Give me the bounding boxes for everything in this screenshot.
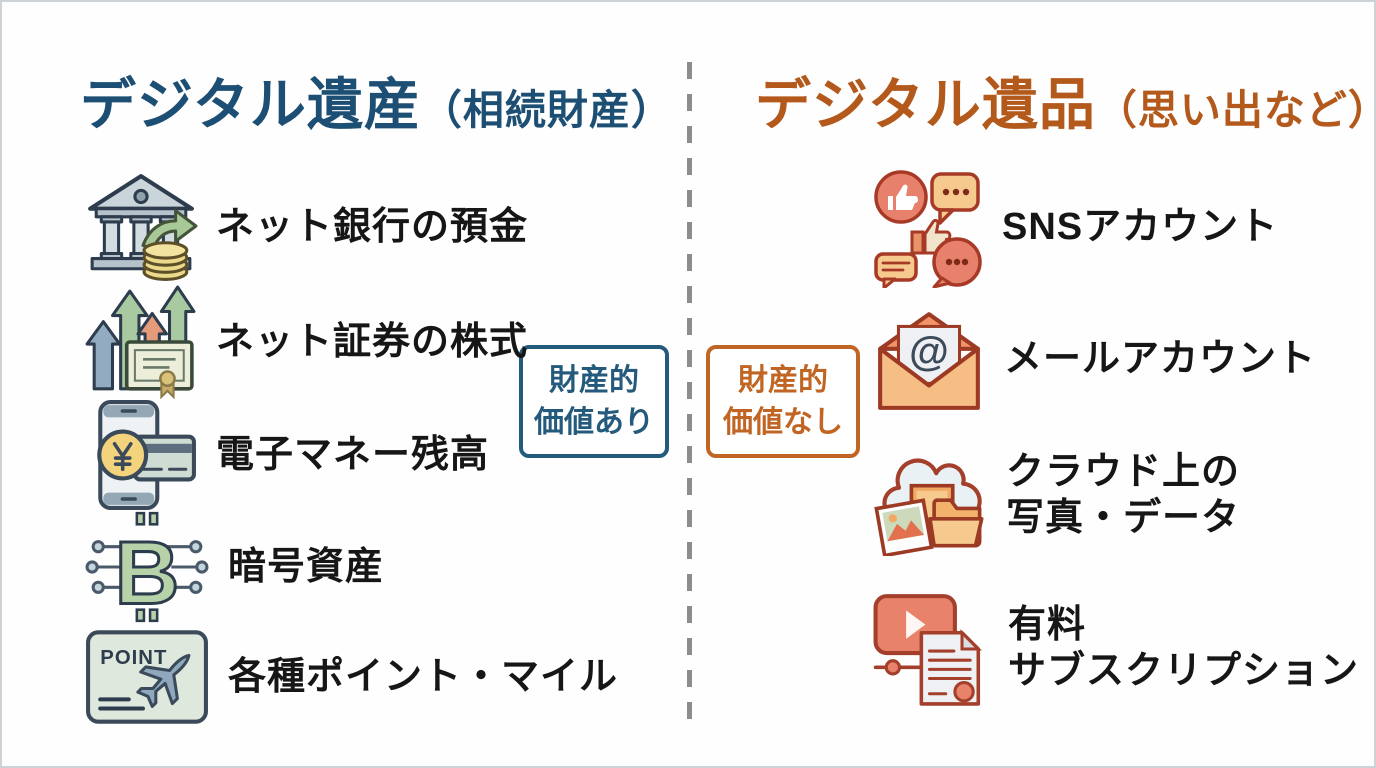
right-value-badge: 財産的 価値なし xyxy=(706,345,860,458)
right-title-suffix: （思い出など） xyxy=(1095,87,1376,133)
list-item-paid-subscription: 有料 サブスクリプション xyxy=(872,588,1359,708)
list-item-emoney-balance: 電子マネー残高 xyxy=(84,398,489,512)
left-value-badge: 財産的 価値あり xyxy=(519,345,669,458)
list-item-net-bank-deposit: ネット銀行の預金 xyxy=(84,170,528,284)
item-label: メールアカウント xyxy=(1004,337,1317,380)
item-label: 暗号資産 xyxy=(228,545,385,588)
point-card-text: POINT xyxy=(100,647,167,669)
item-label: SNSアカウント xyxy=(1002,205,1279,248)
dashed-divider xyxy=(687,62,692,728)
item-label: ネット銀行の預金 xyxy=(216,205,529,248)
item-label: クラウド上の 写真・データ xyxy=(1006,450,1241,539)
list-item-crypto-assets: B 暗号資産 xyxy=(84,510,384,624)
bank-coins-icon xyxy=(84,170,198,284)
video-subscription-icon xyxy=(872,588,990,708)
bitcoin-letter: B xyxy=(115,523,180,623)
at-symbol: @ xyxy=(909,328,949,374)
left-title-suffix: （相続財産） xyxy=(420,87,673,133)
sns-reactions-icon xyxy=(872,166,984,288)
list-item-points-miles: POINT 各種ポイント・マイル xyxy=(84,626,618,728)
list-item-mail-account: @ メールアカウント xyxy=(872,302,1316,416)
left-title-text: デジタル遺産 xyxy=(80,73,421,136)
left-column-title: デジタル遺産（相続財産） xyxy=(80,60,673,141)
stock-growth-chart-icon xyxy=(84,285,198,399)
email-envelope-icon: @ xyxy=(872,302,986,416)
right-title-text: デジタル遺品 xyxy=(755,73,1096,136)
item-label: 有料 サブスクリプション xyxy=(1008,603,1360,692)
list-item-cloud-photos: クラウド上の 写真・データ xyxy=(872,434,1240,556)
emoney-phone-card-icon xyxy=(84,398,198,512)
list-item-sns-account: SNSアカウント xyxy=(872,166,1278,288)
item-label: 各種ポイント・マイル xyxy=(228,655,619,698)
cloud-photos-folder-icon xyxy=(872,434,988,556)
list-item-net-securities: ネット証券の株式 xyxy=(84,285,528,399)
point-card-airplane-icon: POINT xyxy=(84,626,210,728)
right-column-title: デジタル遺品（思い出など） xyxy=(755,60,1376,141)
item-label: ネット証券の株式 xyxy=(216,320,529,363)
bitcoin-network-icon: B xyxy=(84,510,210,624)
item-label: 電子マネー残高 xyxy=(216,433,490,476)
